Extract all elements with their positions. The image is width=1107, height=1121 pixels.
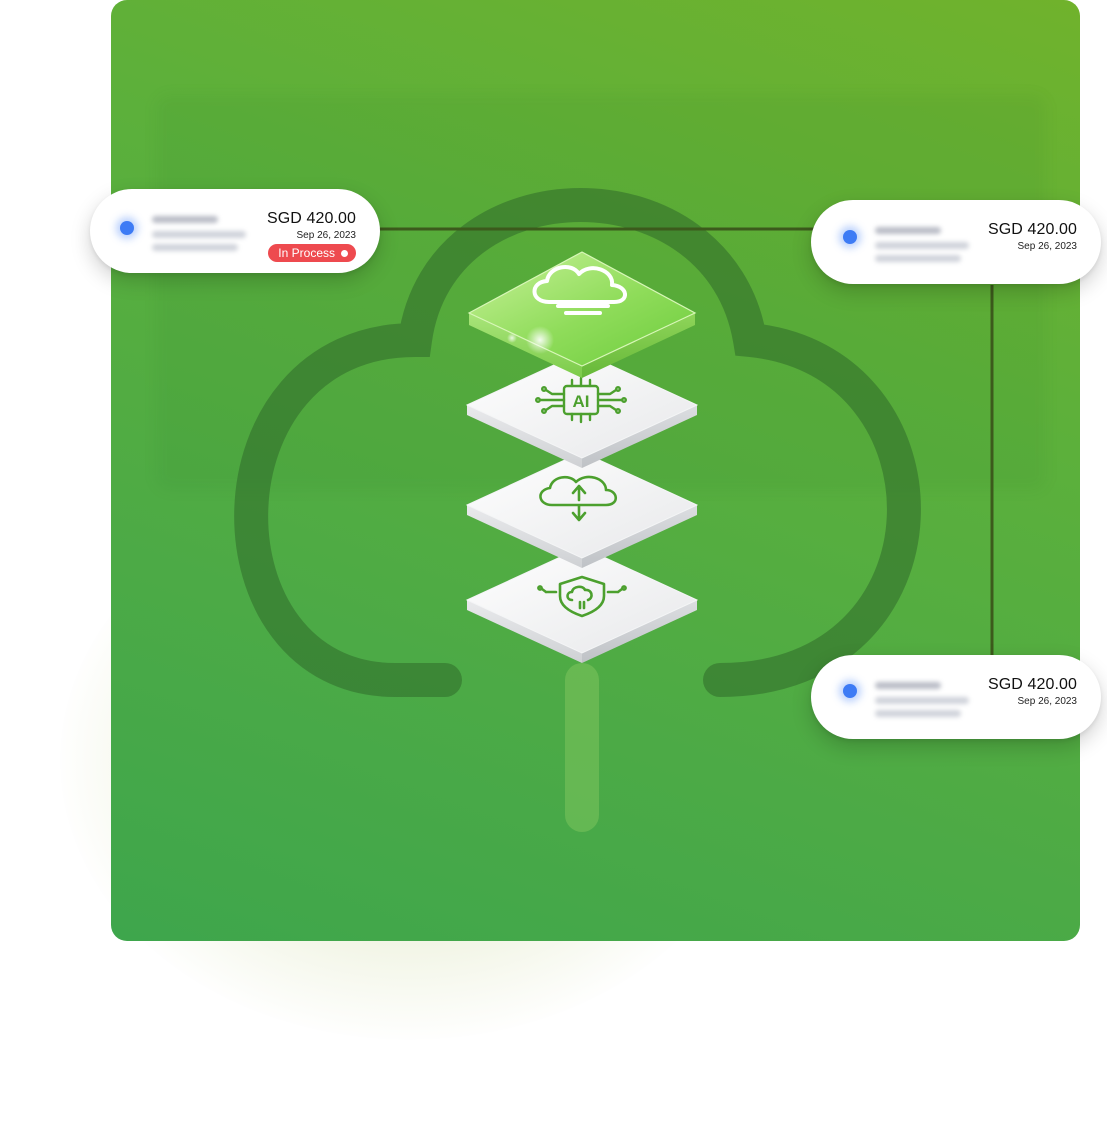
cloud-shield-icon [537,575,627,618]
transaction-amount: SGD 420.00 [987,676,1077,693]
blurred-subtitle-2 [875,710,961,717]
ai-chip-icon [535,376,628,424]
transaction-date: Sep 26, 2023 [1017,696,1078,707]
transaction-card-1: SGD 420.00 Sep 26, 2023 In Process [90,189,380,273]
stack-layer-4 [465,546,699,663]
cloud-icon [532,264,627,315]
transaction-date: Sep 26, 2023 [1017,241,1078,252]
ai-chip-label: AI [573,392,590,411]
transaction-amount: SGD 420.00 [987,221,1077,238]
transaction-date: Sep 26, 2023 [296,230,357,241]
blurred-subtitle-1 [152,231,246,238]
blurred-title [875,682,941,689]
blurred-subtitle-1 [875,242,969,249]
status-badge-dot-icon [341,249,348,257]
blurred-subtitle-2 [875,255,961,262]
status-dot-icon [843,230,857,244]
transaction-card-2: SGD 420.00 Sep 26, 2023 [811,200,1101,284]
status-dot-icon [120,221,134,235]
stack-layer-2: AI [465,351,699,468]
transaction-amount: SGD 420.00 [266,210,356,227]
cloud-upload-download-icon [539,475,618,522]
status-badge: In Process [268,244,356,262]
background-cloud-outline [234,188,921,697]
blurred-title [875,227,941,234]
status-dot-icon [843,684,857,698]
status-badge-label: In Process [278,246,335,260]
blurred-title [152,216,218,223]
stack-layer-1 [467,251,697,378]
transaction-card-3: SGD 420.00 Sep 26, 2023 [811,655,1101,739]
blurred-subtitle-2 [152,244,238,251]
blurred-subtitle-1 [875,697,969,704]
stack-layer-3 [465,451,699,568]
